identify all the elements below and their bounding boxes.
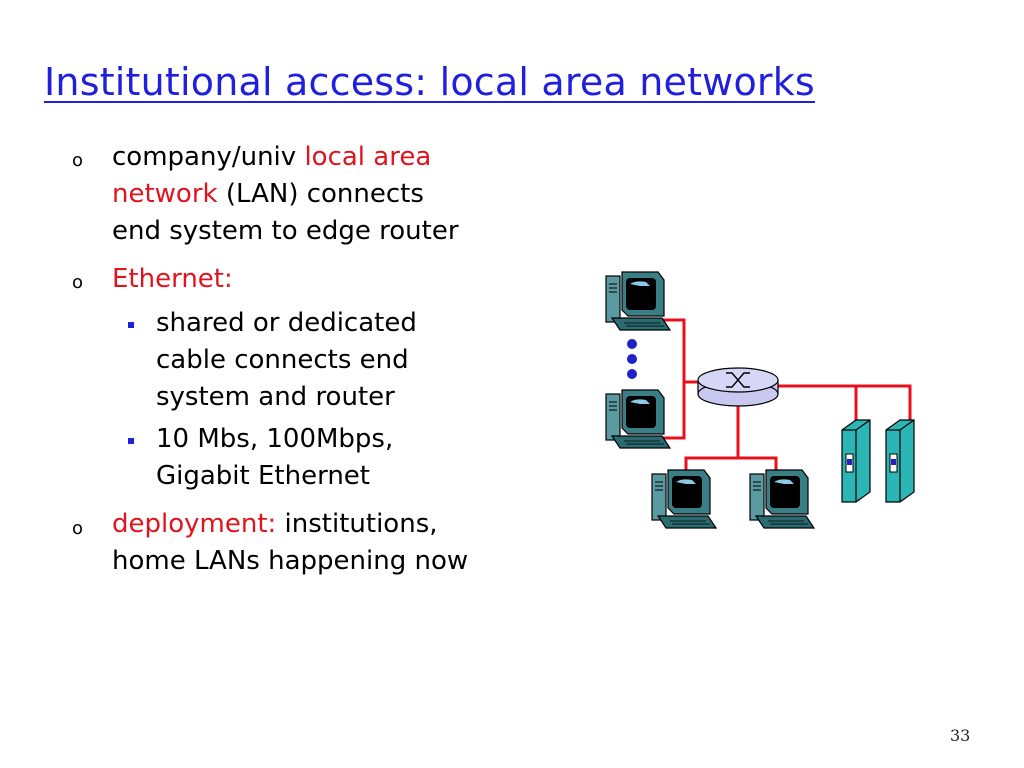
router-icon bbox=[697, 367, 779, 407]
sub-bullet-marker bbox=[128, 438, 134, 444]
bullet-line: Ethernet: bbox=[112, 261, 233, 298]
sub-bullet-line: 10 Mbs, 100Mbps, bbox=[156, 424, 394, 454]
bullet-deployment: deployment: institutions, home LANs happ… bbox=[112, 506, 468, 580]
bullet-line: home LANs happening now bbox=[112, 543, 468, 580]
bullet-marker: o bbox=[72, 518, 84, 539]
sub-bullet-line: Gigabit Ethernet bbox=[156, 461, 370, 491]
sub-bullet-cable: shared or dedicated cable connects end s… bbox=[156, 305, 417, 416]
sub-bullet-line: shared or dedicated bbox=[156, 308, 417, 338]
text-run-red: local area bbox=[304, 142, 432, 172]
link-lines bbox=[648, 318, 912, 490]
workstation-icon bbox=[605, 389, 671, 449]
bullet-marker: o bbox=[72, 272, 84, 293]
workstation-icon bbox=[749, 469, 815, 529]
page-number: 33 bbox=[950, 726, 971, 745]
text-run: institutions, bbox=[276, 509, 438, 539]
bullet-marker: o bbox=[72, 150, 84, 171]
server-icon bbox=[885, 419, 915, 503]
bullet-line: deployment: institutions, bbox=[112, 506, 468, 543]
text-run-red: Ethernet: bbox=[112, 264, 233, 294]
text-run-red: network bbox=[112, 179, 218, 209]
text-run: (LAN) connects bbox=[217, 179, 424, 209]
workstation-icon bbox=[651, 469, 717, 529]
slide-title: Institutional access: local area network… bbox=[44, 60, 815, 104]
sub-bullet-speeds: 10 Mbs, 100Mbps, Gigabit Ethernet bbox=[156, 421, 393, 495]
sub-bullet-marker bbox=[128, 322, 134, 328]
sub-bullet-line: system and router bbox=[156, 382, 395, 412]
workstation-icon bbox=[605, 271, 671, 331]
text-run-red: deployment: bbox=[112, 509, 277, 539]
server-icon bbox=[841, 419, 871, 503]
text-run: home LANs happening now bbox=[112, 546, 469, 576]
bullet-line: company/univ local area bbox=[112, 139, 459, 176]
text-run: company/univ bbox=[112, 142, 305, 172]
bullet-line: network (LAN) connects bbox=[112, 176, 459, 213]
text-run: end system to edge router bbox=[112, 216, 459, 246]
ellipsis-dots bbox=[627, 339, 637, 379]
bullet-lan: company/univ local area network (LAN) co… bbox=[112, 139, 459, 250]
bullet-line: end system to edge router bbox=[112, 213, 459, 250]
bullet-ethernet: Ethernet: bbox=[112, 261, 233, 298]
sub-bullet-line: cable connects end bbox=[156, 345, 409, 375]
